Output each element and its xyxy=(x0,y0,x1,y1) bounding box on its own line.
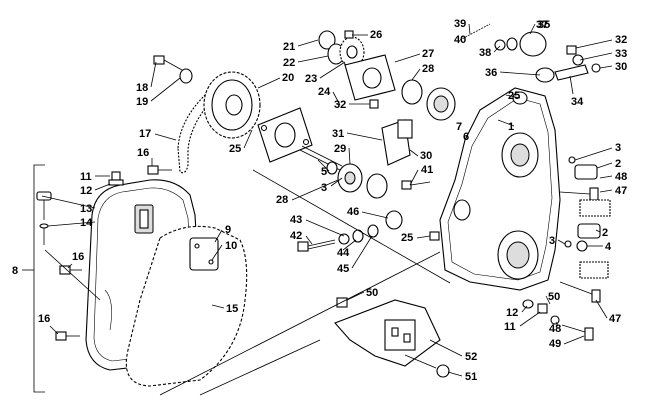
callout: 1 xyxy=(508,121,514,133)
callout: 52 xyxy=(465,351,477,363)
callout: 3 xyxy=(321,182,327,194)
callout: 30 xyxy=(615,61,627,73)
callout: 11 xyxy=(504,321,516,333)
callout: 41 xyxy=(421,164,433,176)
callout: 18 xyxy=(136,82,148,94)
bottom-cover-plate xyxy=(334,297,548,378)
callout: 16 xyxy=(137,147,149,159)
callout: 48 xyxy=(615,171,627,183)
callout: 8 xyxy=(12,265,18,277)
callout: 5 xyxy=(321,166,327,178)
callout: 51 xyxy=(465,371,477,383)
callout: 27 xyxy=(422,48,434,60)
callout: 33 xyxy=(615,48,627,60)
callout: 35 xyxy=(538,19,550,31)
callout: 25 xyxy=(229,143,241,155)
callout: 36 xyxy=(485,67,497,79)
callout: 25 xyxy=(508,90,520,102)
callout: 32 xyxy=(334,99,346,111)
callout: 43 xyxy=(290,214,302,226)
callout: 26 xyxy=(370,29,382,41)
callout: 10 xyxy=(225,240,237,252)
callout: 6 xyxy=(463,131,469,143)
callout: 7 xyxy=(456,121,462,133)
upper-sprocket xyxy=(203,71,261,139)
callout: 47 xyxy=(609,313,621,325)
callout: 3 xyxy=(549,235,555,247)
callout: 11 xyxy=(80,171,92,183)
callout: 4 xyxy=(605,241,612,253)
dipstick xyxy=(36,191,52,245)
callout: 3 xyxy=(615,142,621,154)
callout: 34 xyxy=(571,96,584,108)
callout: 21 xyxy=(283,41,295,53)
callout: 9 xyxy=(225,224,231,236)
output-shafts xyxy=(550,156,611,341)
callout: 25 xyxy=(401,232,413,244)
bearing-plate xyxy=(257,107,313,163)
callout: 32 xyxy=(615,34,627,46)
callout: 17 xyxy=(139,128,151,140)
lower-sprocket xyxy=(318,30,365,68)
callout: 47 xyxy=(615,185,627,197)
callout: 24 xyxy=(318,86,331,98)
callout: 12 xyxy=(506,307,518,319)
callout: 12 xyxy=(80,185,92,197)
callout: 28 xyxy=(422,63,434,75)
callout: 16 xyxy=(72,251,84,263)
fill-plug xyxy=(108,171,124,186)
callout: 28 xyxy=(276,194,288,206)
callout: 22 xyxy=(283,57,295,69)
idler-assembly xyxy=(459,23,601,83)
callout: 39 xyxy=(454,18,466,30)
inspection-plate xyxy=(189,237,219,271)
callout: 31 xyxy=(332,128,344,140)
callout: 48 xyxy=(549,323,561,335)
sprocket-bolt xyxy=(153,55,193,84)
cover-assembly-bracket xyxy=(22,164,45,393)
cover-bolts xyxy=(55,165,172,341)
drive-chain xyxy=(177,94,213,174)
leader-lines xyxy=(44,169,451,396)
callout: 42 xyxy=(290,230,302,242)
callout: 23 xyxy=(305,73,317,85)
callout: 16 xyxy=(38,313,50,325)
callout: 30 xyxy=(420,150,432,162)
callout: 40 xyxy=(454,34,466,46)
callout: 45 xyxy=(337,263,349,275)
callout: 50 xyxy=(366,287,378,299)
callout: 37 xyxy=(536,19,548,31)
callout: 49 xyxy=(549,338,561,350)
callout-labels: 1 2 2 3 3 3 4 5 6 7 8 9 10 11 11 12 12 1… xyxy=(12,18,627,383)
callout: 15 xyxy=(226,303,238,315)
gearcase-housing xyxy=(439,87,561,291)
shift-bracket xyxy=(381,119,413,166)
callout: 38 xyxy=(479,47,491,59)
callout: 46 xyxy=(347,206,359,218)
input-shaft-assembly xyxy=(299,145,388,199)
callout: 44 xyxy=(337,247,350,259)
callout: 2 xyxy=(615,158,621,170)
callout: 20 xyxy=(282,72,294,84)
bearing-housing xyxy=(344,54,456,121)
callout: 19 xyxy=(136,96,148,108)
callout: 13 xyxy=(80,203,92,215)
case-bolts xyxy=(297,180,440,252)
callout: 29 xyxy=(334,143,346,155)
callout: 50 xyxy=(548,291,560,303)
callout: 2 xyxy=(602,227,608,239)
